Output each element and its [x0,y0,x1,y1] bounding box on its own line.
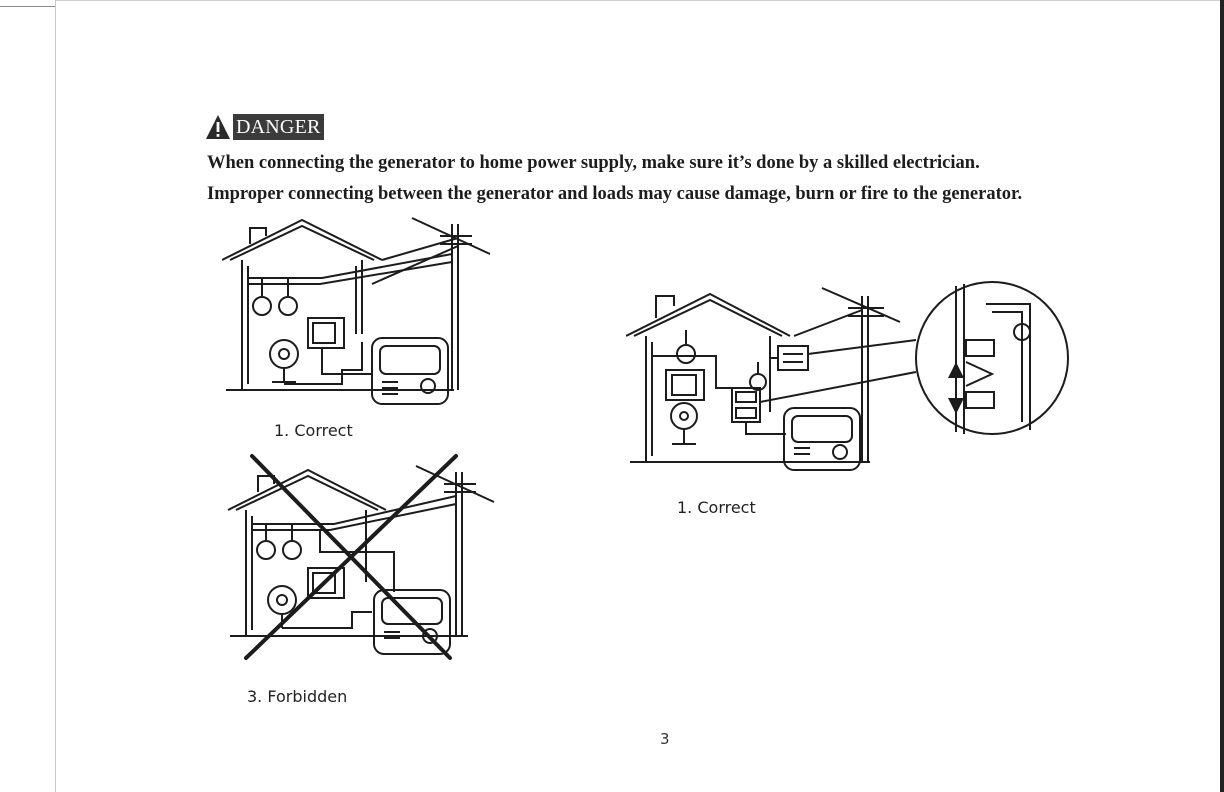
figure-forbidden-wiring [224,452,500,668]
figure-caption-2: 1. Correct [677,498,756,517]
page-left-margin [0,0,56,792]
danger-badge: DANGER [205,112,324,142]
top-rule [56,0,1220,1]
margin-rule [0,6,56,7]
figure-correct-wiring-1 [222,214,500,414]
warning-triangle-icon [205,113,231,141]
danger-label: DANGER [233,114,324,140]
warning-line-2: Improper connecting between the generato… [207,184,1022,205]
figure-caption-1: 1. Correct [274,421,353,440]
page-right-edge [1220,0,1224,792]
page-number: 3 [660,730,670,748]
figure-correct-wiring-2 [626,262,1074,482]
margin-vertical-rule [55,0,56,792]
warning-line-1: When connecting the generator to home po… [207,153,980,174]
figure-caption-3: 3. Forbidden [247,687,347,706]
